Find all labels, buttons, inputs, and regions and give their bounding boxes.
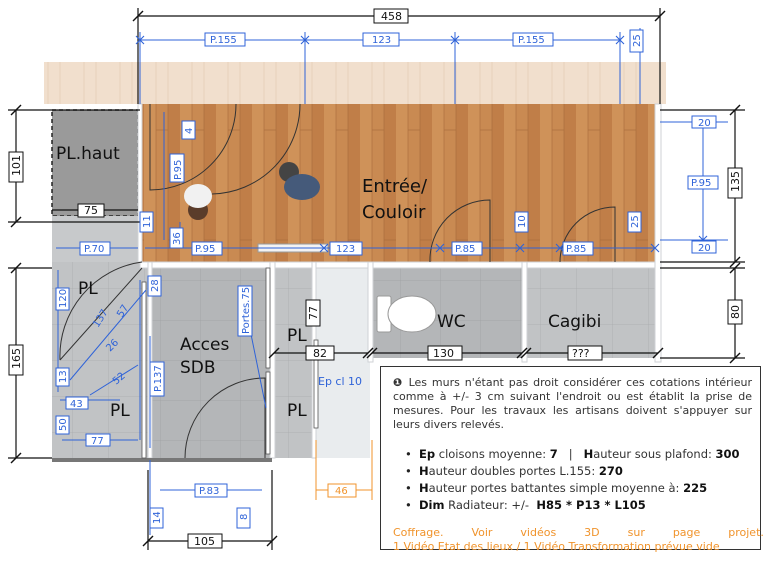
list-item: Dim Radiateur: +/- H85 * P13 * L105 — [405, 497, 752, 514]
door-leaves — [141, 267, 319, 459]
room-label-pl-left-bottom: PL — [110, 401, 130, 421]
dim-right-p95: P.95 — [691, 178, 711, 189]
dim-corridor-123: 123 — [336, 244, 355, 255]
dim-cagibi-unknown: ??? — [572, 347, 590, 360]
blue-dim-labels: P.155 123 P.155 25 20 P.95 20 4 P.95 36 … — [55, 29, 719, 529]
dim-corridor-p85-b: P.85 — [566, 244, 586, 255]
door-swings — [59, 103, 616, 459]
dim-pl-28: 28 — [150, 279, 161, 292]
dim-sdb-77: 77 — [307, 306, 320, 320]
dim-pl-77-bottom: 77 — [91, 436, 104, 447]
dim-bottom-8: 8 — [239, 514, 250, 520]
room-cagibi — [526, 268, 658, 358]
dim-corridor-25: 25 — [630, 215, 641, 228]
dim-corridor-p70: P.70 — [84, 244, 104, 255]
notes-warning: ❶ Les murs n'étant pas droit considérer … — [393, 376, 752, 432]
dim-bottom-p83: P.83 — [199, 486, 219, 497]
room-label-cagibi: Cagibi — [548, 312, 601, 332]
dim-entry-4: 4 — [184, 128, 195, 134]
dim-ep-cl: Ep cl 10 — [318, 375, 362, 388]
dim-entry-11: 11 — [142, 215, 153, 228]
dim-pl-50: 50 — [58, 418, 69, 431]
dim-left-165: 165 — [10, 348, 23, 369]
dim-pl-120: 120 — [58, 289, 69, 308]
dim-sdb-portes75: Portes.75 — [241, 287, 252, 334]
room-pl-haut — [52, 110, 138, 216]
dim-entry-p95: P.95 — [173, 160, 184, 180]
dim-corridor-p85-a: P.85 — [455, 244, 475, 255]
dim-wc-130: 130 — [433, 347, 454, 360]
room-label-pl-mid-top: PL — [287, 326, 307, 346]
dim-bottom-46: 46 — [335, 486, 348, 497]
dim-right-135: 135 — [729, 171, 742, 192]
room-label-pl-left-top: PL — [78, 279, 98, 299]
notes-panel: ❶ Les murs n'étant pas droit considérer … — [380, 366, 764, 553]
dim-right-80: 80 — [729, 305, 742, 319]
dim-pl-43: 43 — [70, 399, 83, 410]
dim-corridor-10: 10 — [517, 215, 528, 228]
room-label-acces-2: SDB — [180, 358, 216, 378]
list-item: Hauteur doubles portes L.155: 270 — [405, 463, 752, 480]
notes-list: Ep cloisons moyenne: 7 | Hauteur sous pl… — [393, 446, 752, 514]
room-label-entree-2: Couloir — [362, 202, 426, 223]
notes-warning-text: Les murs n'étant pas droit considérer ce… — [393, 376, 752, 431]
dim-bottom-105: 105 — [194, 535, 215, 548]
dim-top-123: 123 — [372, 35, 391, 46]
outside-strip — [44, 62, 666, 104]
room-label-entree-1: Entrée/ — [362, 176, 428, 197]
room-label-acces-1: Acces — [180, 335, 229, 355]
dim-sdb-82: 82 — [313, 347, 327, 360]
notes-orange: Coffrage. Voir vidéos 3D sur page projet… — [393, 526, 764, 554]
dim-right-20-bottom: 20 — [698, 243, 711, 254]
list-item: Ep cloisons moyenne: 7 | Hauteur sous pl… — [405, 446, 752, 463]
toilet-fixture — [376, 295, 437, 333]
dim-top-p155-right: P.155 — [518, 35, 545, 46]
dim-top-25: 25 — [632, 34, 643, 47]
room-label-wc: WC — [437, 312, 466, 332]
room-label-pl-haut: PL.haut — [56, 144, 120, 164]
dim-entry-36: 36 — [172, 232, 183, 245]
people-figures — [184, 162, 320, 220]
notes-orange-line-2: 1 Vidéo Etat des lieux / 1 Vidéo Transfo… — [393, 540, 720, 553]
dim-right-20-top: 20 — [698, 118, 711, 129]
room-label-pl-mid-bottom: PL — [287, 401, 307, 421]
dim-left-101: 101 — [10, 155, 23, 176]
dim-corridor-p95: P.95 — [195, 244, 215, 255]
dim-sdb-p137: P.137 — [153, 365, 164, 392]
room-entree — [140, 104, 660, 262]
black-dim-ticks — [10, 10, 741, 547]
dim-bottom-14: 14 — [152, 511, 163, 524]
list-item: Hauteur portes battantes simple moyenne … — [405, 480, 752, 497]
room-pl-mid — [275, 268, 313, 458]
dim-pl-haut-75: 75 — [84, 204, 98, 217]
dim-top-p155-left: P.155 — [210, 35, 237, 46]
dim-pl-13: 13 — [58, 370, 69, 383]
info-number-icon: ❶ — [393, 376, 404, 389]
dim-overall-width: 458 — [381, 10, 402, 23]
room-closet — [315, 268, 370, 458]
notes-orange-line-1: Coffrage. Voir vidéos 3D sur page projet… — [393, 526, 764, 539]
black-dim-labels: 458 101 165 135 80 75 82 130 ??? 105 77 — [8, 8, 743, 549]
